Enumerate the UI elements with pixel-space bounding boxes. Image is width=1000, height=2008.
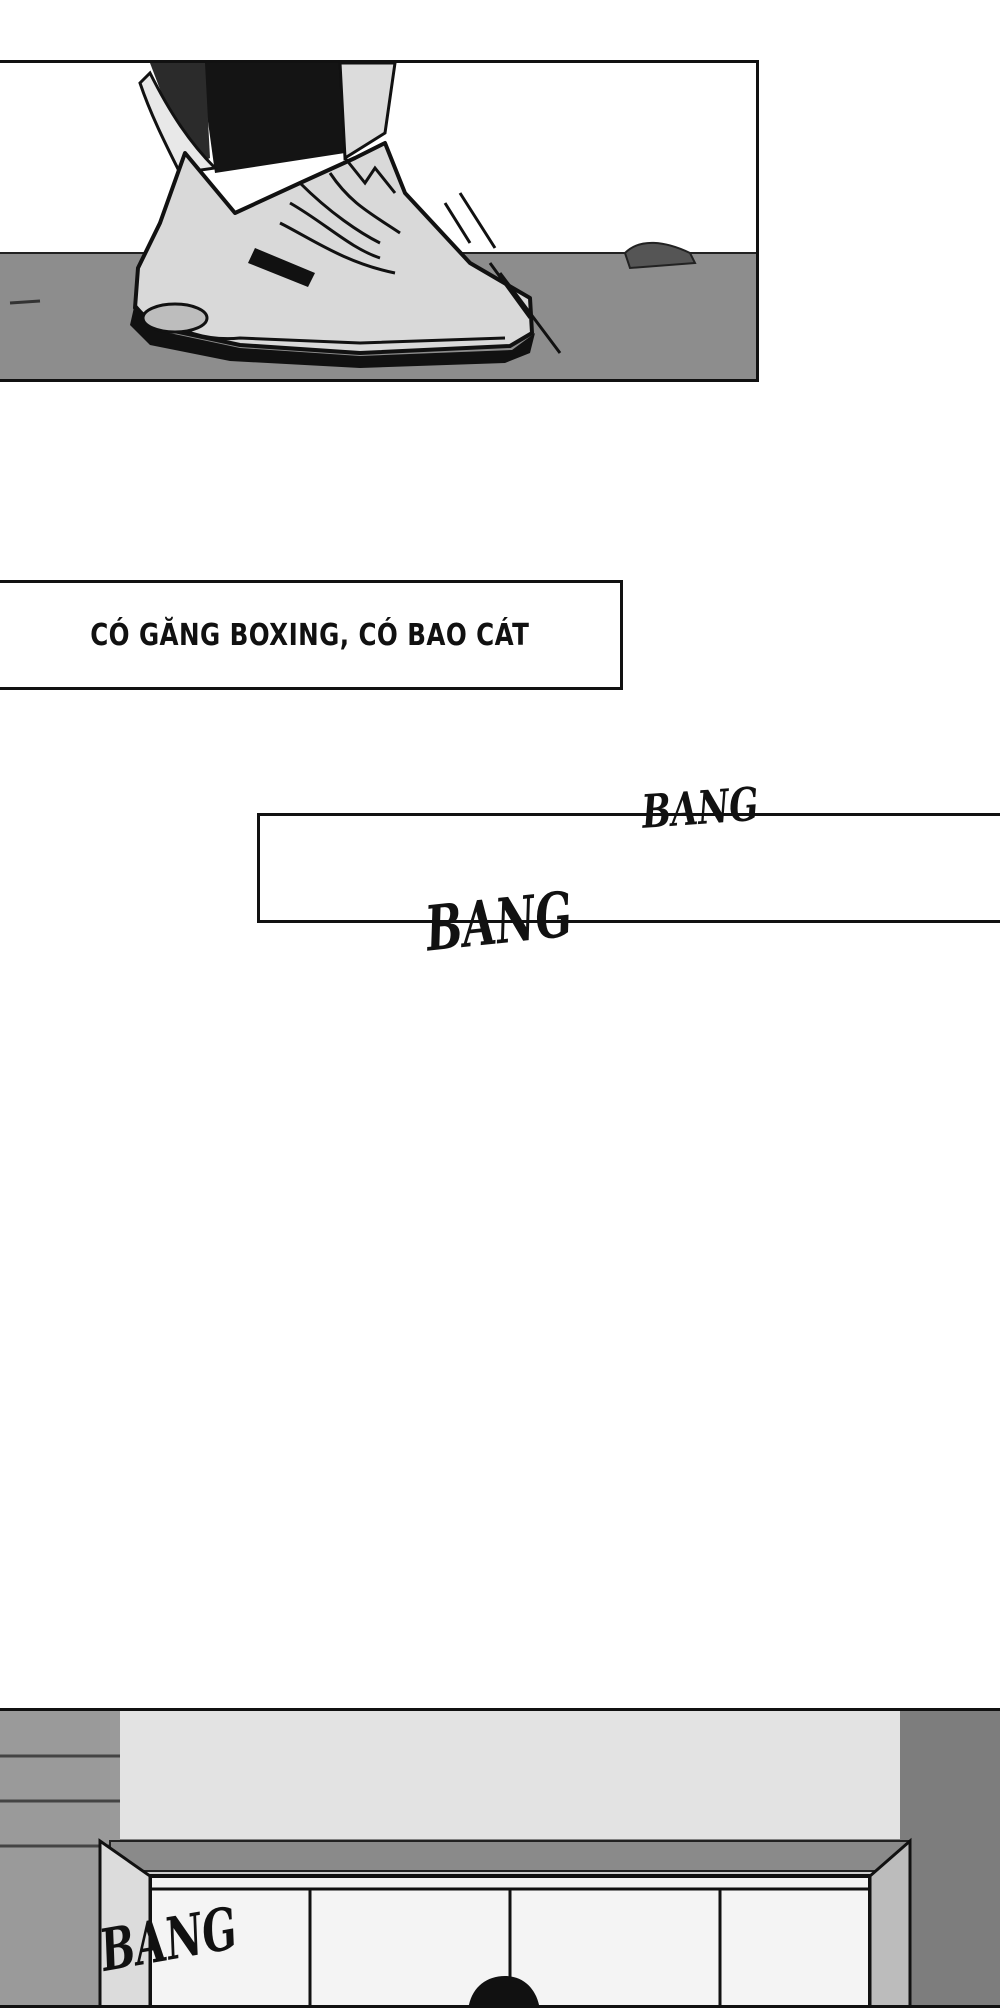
sfx-bang-2: BANG — [422, 877, 576, 966]
shoe-panel — [0, 60, 759, 382]
sneaker-illustration — [0, 63, 756, 379]
room-illustration — [0, 1711, 1000, 2005]
sfx-bang-1: BANG — [640, 776, 761, 839]
sfx-band-panel — [257, 813, 1000, 923]
caption-text: CÓ GĂNG BOXING, CÓ BAO CÁT — [90, 617, 530, 653]
caption-box: CÓ GĂNG BOXING, CÓ BAO CÁT — [0, 580, 623, 690]
room-panel — [0, 1708, 1000, 2008]
